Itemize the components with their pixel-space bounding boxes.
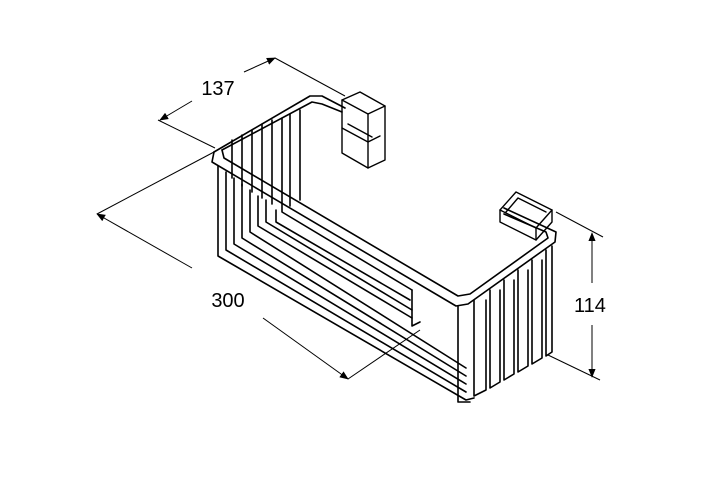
extension-line [347,329,421,380]
dimension-arrow [243,57,276,73]
dimension-label-height: 114 [574,295,606,317]
extension-line [555,211,604,238]
dimension-height: 114 [547,211,606,381]
dimension-label-width: 300 [211,290,244,312]
wall-bracket-back [341,91,386,169]
wire-basket [211,95,557,403]
dimension-arrow [262,317,349,380]
dimension-label-depth: 137 [201,78,234,100]
extension-line [157,119,216,149]
extension-line [274,57,346,97]
dimension-arrow [159,100,193,121]
extension-line [96,151,215,215]
dimension-depth: 137 [157,57,346,149]
dimension-width: 300 [96,151,421,380]
dimension-arrow [96,213,193,269]
